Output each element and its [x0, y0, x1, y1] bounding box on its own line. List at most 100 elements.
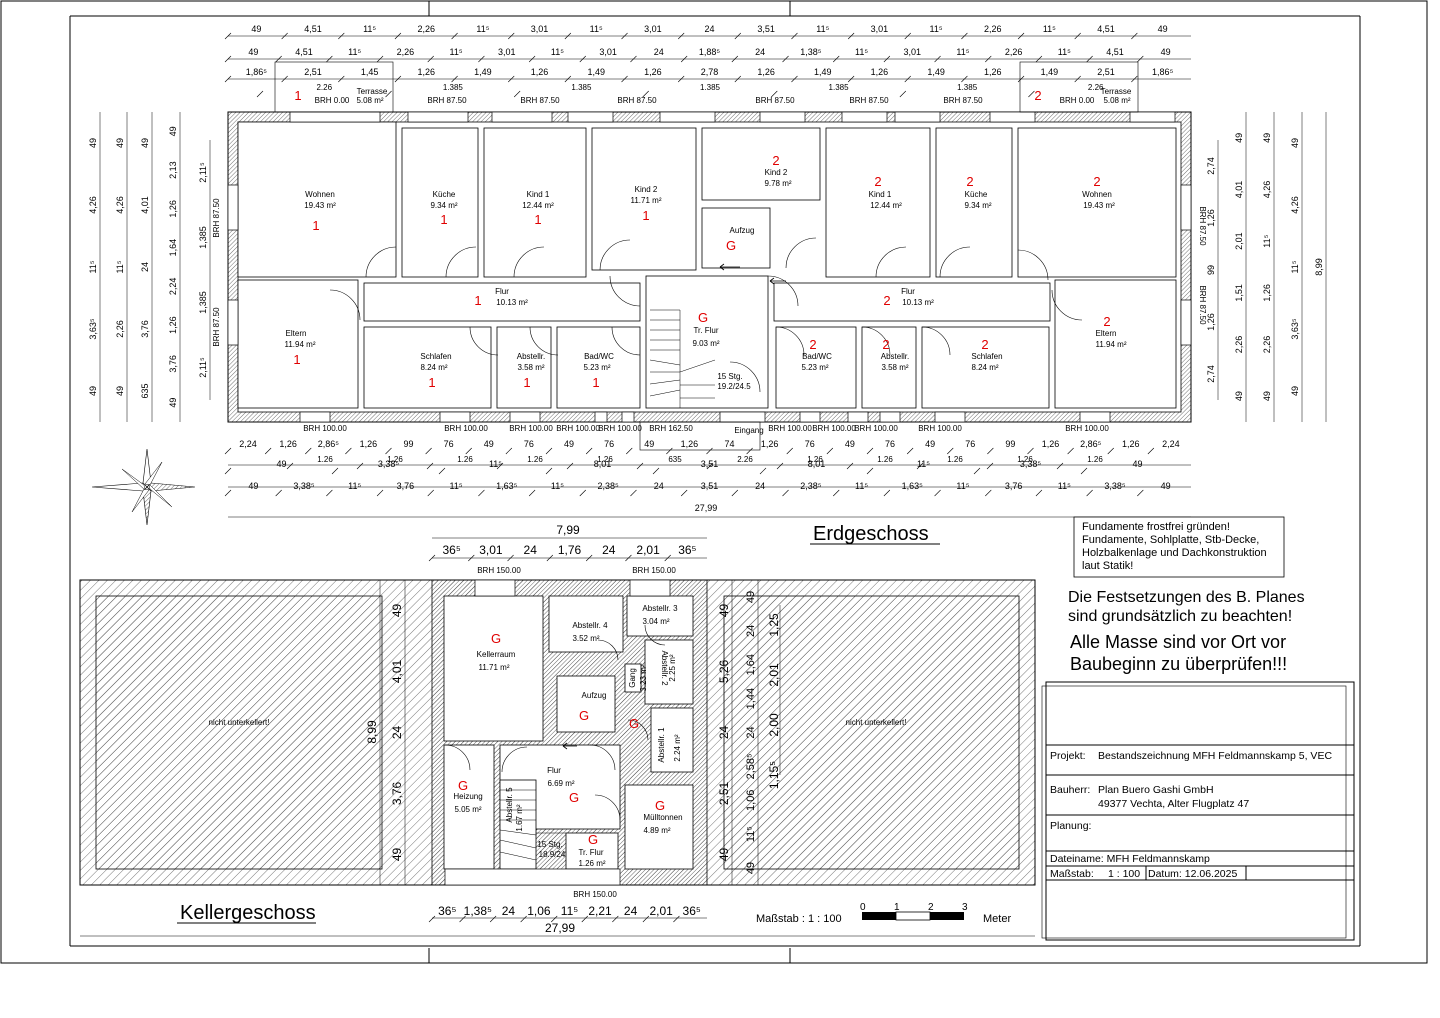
dimension-value: 49 — [1158, 24, 1168, 34]
dimension-value: 2,26 — [397, 47, 415, 57]
dimension-value: 24 — [717, 726, 731, 740]
dimension-value: 1.26 — [317, 455, 333, 464]
dimension-total: 8,99 — [1314, 258, 1324, 276]
dimension-value: 11⁵ — [1058, 47, 1071, 57]
dimension-value: 11⁵ — [590, 24, 603, 34]
dimension-value: 1,49 — [1041, 67, 1059, 77]
dimension-value: 49 — [115, 138, 125, 148]
foundation-note: Fundamente frostfrei gründen! Fundamente… — [1073, 516, 1285, 578]
ground-dimension-lines — [99, 35, 1327, 518]
svg-text:G: G — [569, 790, 579, 805]
dimension-value: 11⁵ — [956, 47, 969, 57]
dimension-value: 1,88⁵ — [699, 47, 721, 57]
svg-text:11.71 m²: 11.71 m² — [479, 663, 510, 672]
dimension-value: 49 — [168, 398, 178, 408]
room-abstellr-1: Abstellr.3.58 m²1 — [517, 352, 545, 390]
svg-text:G: G — [588, 832, 598, 847]
svg-text:12.44 m²: 12.44 m² — [870, 201, 902, 210]
dimension-value: 76 — [805, 439, 815, 449]
dimension-value: 4,01 — [390, 659, 404, 683]
dimension-value: 2,01 — [767, 663, 781, 687]
dimension-value: 24 — [755, 47, 765, 57]
dimension-value: 3,63⁵ — [1290, 318, 1300, 340]
svg-text:19.43 m²: 19.43 m² — [1083, 201, 1115, 210]
dimension-value: 2,11⁵ — [198, 357, 208, 378]
svg-text:18.9/24: 18.9/24 — [539, 850, 566, 859]
dimension-value: 1,26 — [168, 316, 178, 334]
dimension-total: 7,99 — [556, 523, 580, 537]
dimension-value: 4,26 — [88, 196, 98, 214]
svg-text:BRH 150.00: BRH 150.00 — [477, 566, 521, 575]
dimension-value: 2,58⁵ — [745, 753, 757, 779]
dimension-value: 11⁵ — [956, 481, 969, 491]
svg-text:5.23 m²: 5.23 m² — [801, 363, 828, 372]
svg-text:2: 2 — [772, 153, 779, 168]
dimension-value: 49 — [1290, 138, 1300, 148]
massstab-value: 1 : 100 — [1108, 868, 1140, 880]
svg-text:9.03 m²: 9.03 m² — [692, 339, 719, 348]
dimension-value: 49 — [484, 439, 494, 449]
dimension-value: 2,24 — [168, 278, 178, 296]
svg-text:laut Statik!: laut Statik! — [1082, 560, 1133, 572]
svg-text:G: G — [629, 716, 639, 731]
svg-text:19.43 m²: 19.43 m² — [304, 201, 336, 210]
dimension-value: 1,06 — [527, 904, 551, 918]
dimension-value: 2,21 — [588, 904, 612, 918]
svg-text:Kind 2: Kind 2 — [635, 185, 658, 194]
dimension-value: 1,26 — [757, 67, 775, 77]
svg-text:Abstellr. 5: Abstellr. 5 — [505, 787, 514, 823]
svg-text:BRH 100.00: BRH 100.00 — [918, 424, 962, 433]
svg-text:1: 1 — [894, 902, 900, 913]
dimension-value: 1,26 — [417, 67, 435, 77]
svg-text:BRH 87.50: BRH 87.50 — [617, 96, 657, 105]
dimension-value: 24 — [390, 726, 404, 740]
dimension-value: 11⁵ — [476, 24, 489, 34]
dimension-total: 27,99 — [695, 503, 718, 513]
projekt-label: Projekt: — [1050, 750, 1086, 762]
room-kind2-1: Kind 211.71 m²1 — [631, 185, 662, 223]
dimension-value: 1.26 — [527, 455, 543, 464]
room-abstellr-4: Abstellr. 43.52 m² — [572, 621, 608, 643]
dimension-value: 2,78 — [701, 67, 719, 77]
svg-text:Terrasse: Terrasse — [357, 87, 388, 96]
svg-text:8.24 m²: 8.24 m² — [971, 363, 998, 372]
dimension-value: 24 — [602, 543, 616, 557]
dimension-value: 3,01 — [531, 24, 549, 34]
svg-text:2.25 m²: 2.25 m² — [668, 654, 677, 681]
svg-text:BRH 100.00: BRH 100.00 — [509, 424, 553, 433]
dimension-value: 1.385 — [571, 83, 592, 92]
svg-text:Maßstab : 1 : 100: Maßstab : 1 : 100 — [756, 913, 842, 925]
dimension-value: 1,76 — [558, 543, 582, 557]
dimension-value: 1,06 — [745, 790, 757, 811]
dimension-value: 1,26 — [871, 67, 889, 77]
svg-text:BRH 87.50: BRH 87.50 — [943, 96, 983, 105]
dimension-value: 76 — [524, 439, 534, 449]
svg-text:15 Stg.: 15 Stg. — [537, 840, 562, 849]
dimension-value: 76 — [444, 439, 454, 449]
dimension-value: 1,49 — [927, 67, 945, 77]
svg-text:5.05 m²: 5.05 m² — [454, 805, 481, 814]
dimension-value: 1.385 — [957, 83, 978, 92]
svg-text:Küche: Küche — [433, 190, 456, 199]
dimension-value: 2,26 — [1005, 47, 1023, 57]
svg-text:19.2/24.5: 19.2/24.5 — [717, 382, 751, 391]
svg-text:Bad/WC: Bad/WC — [584, 352, 614, 361]
svg-text:G: G — [698, 310, 708, 325]
dimension-value: 1.385 — [700, 83, 721, 92]
dimension-value: 49 — [390, 848, 404, 862]
dimension-value: 3,01 — [903, 47, 921, 57]
dimension-value: 11⁵ — [348, 47, 361, 57]
dimension-value: 2,26 — [417, 24, 435, 34]
dimension-value: 11⁵ — [1058, 481, 1071, 491]
svg-text:1: 1 — [312, 218, 319, 233]
dimension-value: 2.26 — [737, 455, 753, 464]
dimension-value: 49 — [168, 126, 178, 136]
